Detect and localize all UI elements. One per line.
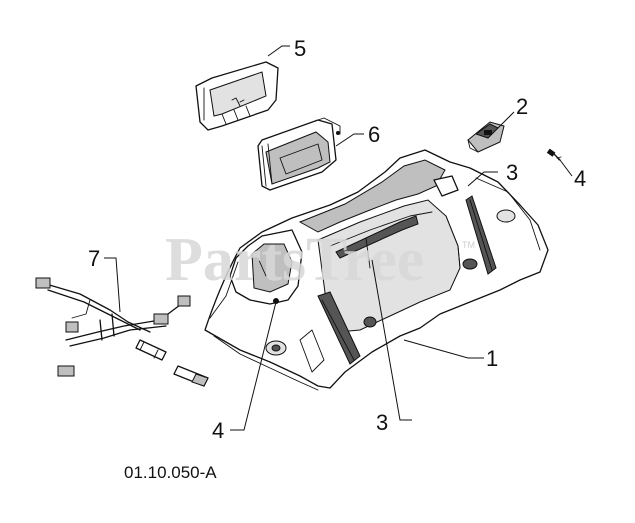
display-module-part-6[interactable] [257,117,341,191]
callout-1: 1 [486,346,498,371]
bezel-part-5[interactable] [195,61,279,131]
switch-part-2[interactable] [467,121,505,153]
callout-4-lower: 4 [212,418,224,443]
callout-6: 6 [368,122,380,147]
watermark-text: PartsTree [165,226,424,294]
diagram-code: 01.10.050-A [124,463,217,482]
screw-part-4-upper[interactable] [546,148,562,161]
watermark-trademark: TM [462,240,475,250]
leader-lines [104,45,573,431]
dashboard-console-part-1[interactable] [204,149,549,391]
callout-4-upper: 4 [574,166,586,191]
callout-3-lower: 3 [376,410,388,435]
wiring-harness-part-7[interactable] [35,277,209,387]
callout-3-upper: 3 [506,160,518,185]
callout-2: 2 [516,94,528,119]
callout-5: 5 [294,36,306,61]
callout-7: 7 [88,246,100,271]
